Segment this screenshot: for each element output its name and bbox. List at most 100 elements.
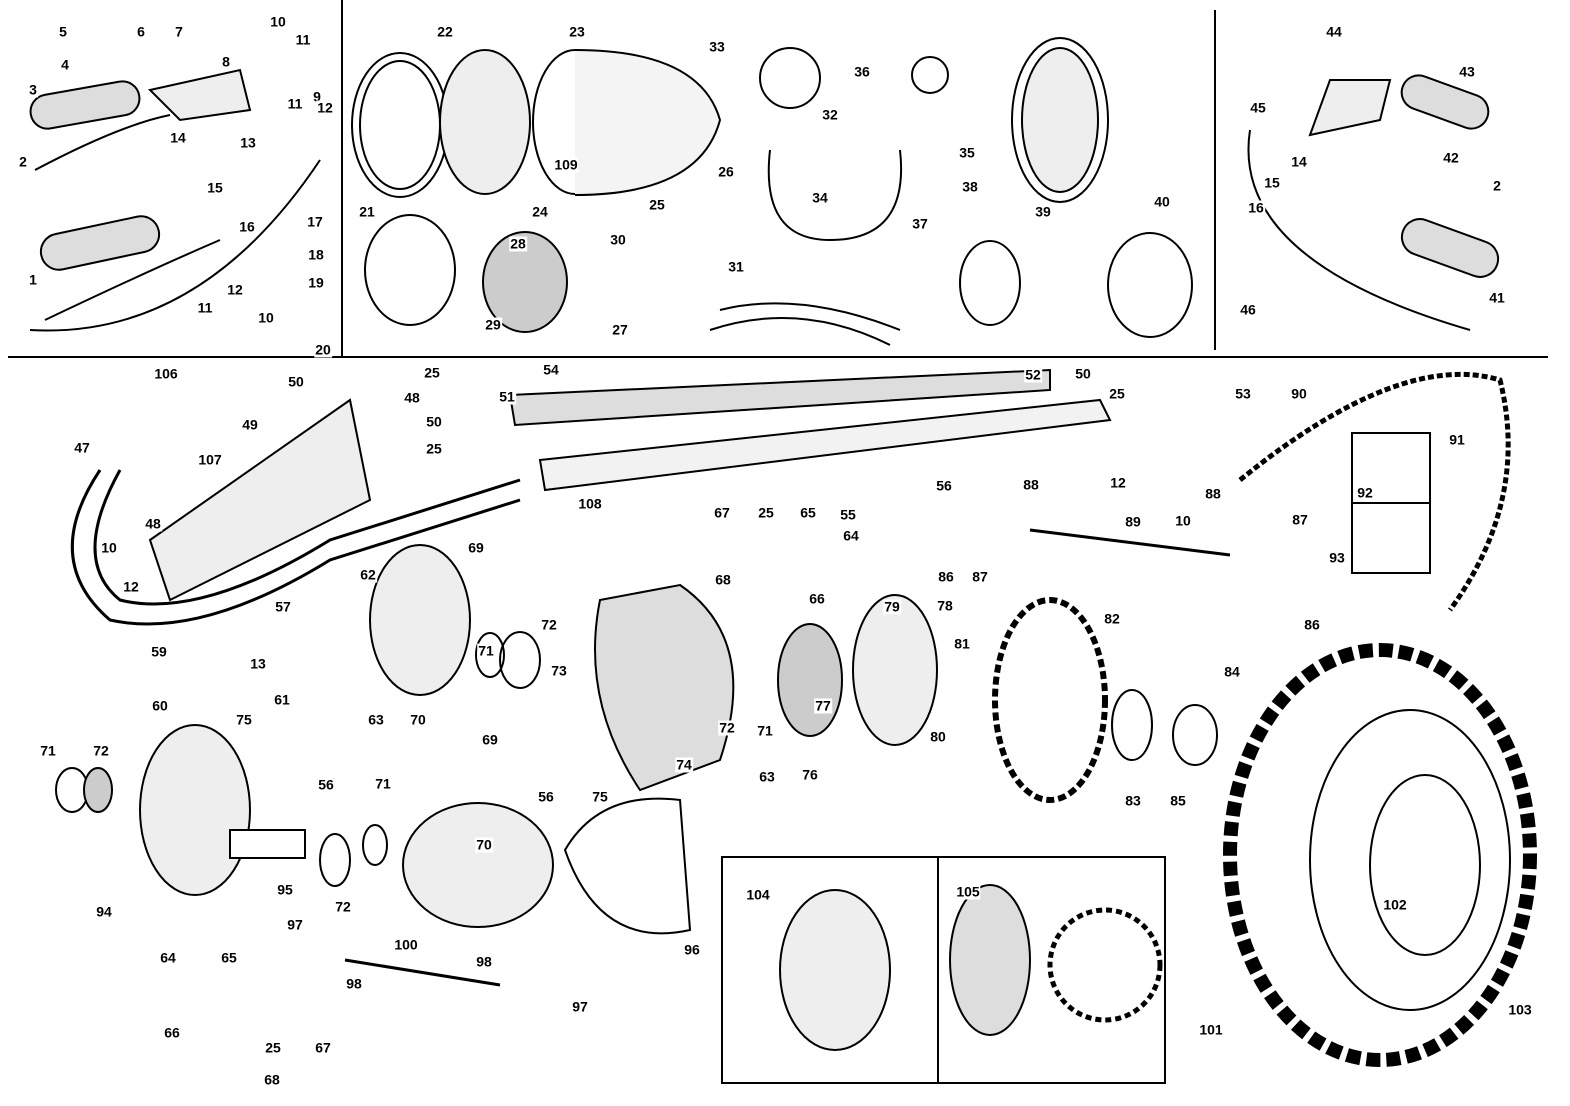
- headlamp-parts: [351, 37, 1193, 346]
- part-number-label: 81: [953, 635, 971, 652]
- part-number-label: 56: [935, 477, 953, 494]
- part-number-label: 27: [611, 321, 629, 338]
- part-number-label: 52: [1024, 366, 1042, 383]
- wheel-and-tyre: [1223, 643, 1537, 1067]
- part-number-label: 107: [197, 451, 223, 468]
- part-number-label: 76: [801, 766, 819, 783]
- part-number-label: 64: [159, 949, 177, 966]
- part-number-label: 66: [163, 1024, 181, 1041]
- part-number-label: 67: [713, 504, 731, 521]
- part-number-label: 24: [531, 203, 549, 220]
- part-number-label: 94: [95, 903, 113, 920]
- part-number-label: 96: [683, 941, 701, 958]
- part-number-label: 36: [853, 63, 871, 80]
- part-number-label: 86: [937, 568, 955, 585]
- part-number-label: 51: [498, 388, 516, 405]
- part-number-label: 88: [1022, 476, 1040, 493]
- part-number-label: 39: [1034, 203, 1052, 220]
- part-number-label: 90: [1290, 385, 1308, 402]
- part-number-label: 37: [911, 215, 929, 232]
- part-number-label: 95: [276, 881, 294, 898]
- part-number-label: 32: [821, 106, 839, 123]
- part-number-label: 8: [221, 53, 231, 70]
- right-grip: [1247, 74, 1500, 331]
- part-number-label: 69: [467, 539, 485, 556]
- part-number-label: 78: [936, 597, 954, 614]
- part-number-label: 108: [577, 495, 603, 512]
- part-number-label: 12: [1109, 474, 1127, 491]
- part-number-label: 83: [1124, 792, 1142, 809]
- part-number-label: 25: [425, 440, 443, 457]
- part-number-label: 14: [169, 129, 187, 146]
- part-number-label: 13: [249, 655, 267, 672]
- part-number-label: 88: [1204, 485, 1222, 502]
- part-number-label: 25: [264, 1039, 282, 1056]
- part-number-label: 29: [484, 316, 502, 333]
- part-number-label: 71: [39, 742, 57, 759]
- part-number-label: 26: [717, 163, 735, 180]
- part-number-label: 64: [842, 527, 860, 544]
- part-number-label: 60: [151, 697, 169, 714]
- part-number-label: 71: [477, 642, 495, 659]
- part-number-label: 86: [1303, 616, 1321, 633]
- part-number-label: 87: [971, 568, 989, 585]
- part-number-label: 103: [1507, 1001, 1533, 1018]
- part-number-label: 72: [540, 616, 558, 633]
- part-number-label: 45: [1249, 99, 1267, 116]
- part-number-label: 63: [758, 768, 776, 785]
- part-number-label: 69: [481, 731, 499, 748]
- part-number-label: 33: [708, 38, 726, 55]
- exhaust-parts: [70, 368, 1511, 626]
- inset-hub-parts: [779, 884, 1163, 1051]
- part-number-label: 71: [756, 722, 774, 739]
- part-number-label: 102: [1382, 896, 1408, 913]
- part-number-label: 23: [568, 23, 586, 40]
- part-number-label: 2: [1492, 177, 1502, 194]
- part-number-label: 35: [958, 144, 976, 161]
- part-number-label: 101: [1198, 1021, 1224, 1038]
- part-number-label: 89: [1124, 513, 1142, 530]
- part-number-label: 53: [1234, 385, 1252, 402]
- part-number-label: 72: [334, 898, 352, 915]
- part-number-label: 6: [136, 23, 146, 40]
- part-number-label: 105: [955, 883, 981, 900]
- part-number-label: 21: [358, 203, 376, 220]
- part-number-label: 71: [374, 775, 392, 792]
- part-number-label: 73: [550, 662, 568, 679]
- part-number-label: 66: [808, 590, 826, 607]
- part-number-label: 92: [1356, 484, 1374, 501]
- part-number-label: 46: [1239, 301, 1257, 318]
- part-number-label: 75: [235, 711, 253, 728]
- part-number-label: 91: [1448, 431, 1466, 448]
- part-number-label: 11: [294, 31, 312, 48]
- part-number-label: 87: [1291, 511, 1309, 528]
- part-number-label: 49: [241, 416, 259, 433]
- part-number-label: 22: [436, 23, 454, 40]
- part-number-label: 82: [1103, 610, 1121, 627]
- part-number-label: 54: [542, 361, 560, 378]
- part-number-label: 48: [403, 389, 421, 406]
- part-number-label: 38: [961, 178, 979, 195]
- part-number-label: 85: [1169, 792, 1187, 809]
- part-number-label: 30: [609, 231, 627, 248]
- part-number-label: 44: [1325, 23, 1343, 40]
- part-number-label: 65: [220, 949, 238, 966]
- part-number-label: 5: [58, 23, 68, 40]
- part-number-label: 14: [1290, 153, 1308, 170]
- part-number-label: 20: [314, 341, 332, 358]
- part-number-label: 42: [1442, 149, 1460, 166]
- part-number-label: 25: [423, 364, 441, 381]
- part-number-label: 11: [286, 95, 304, 112]
- part-number-label: 106: [153, 365, 179, 382]
- part-number-label: 16: [238, 218, 256, 235]
- part-number-label: 12: [226, 281, 244, 298]
- part-number-label: 3: [28, 81, 38, 98]
- part-number-label: 98: [345, 975, 363, 992]
- part-number-label: 31: [727, 258, 745, 275]
- part-number-label: 72: [92, 742, 110, 759]
- part-number-label: 50: [1074, 365, 1092, 382]
- part-number-label: 97: [286, 916, 304, 933]
- part-number-label: 2: [18, 153, 28, 170]
